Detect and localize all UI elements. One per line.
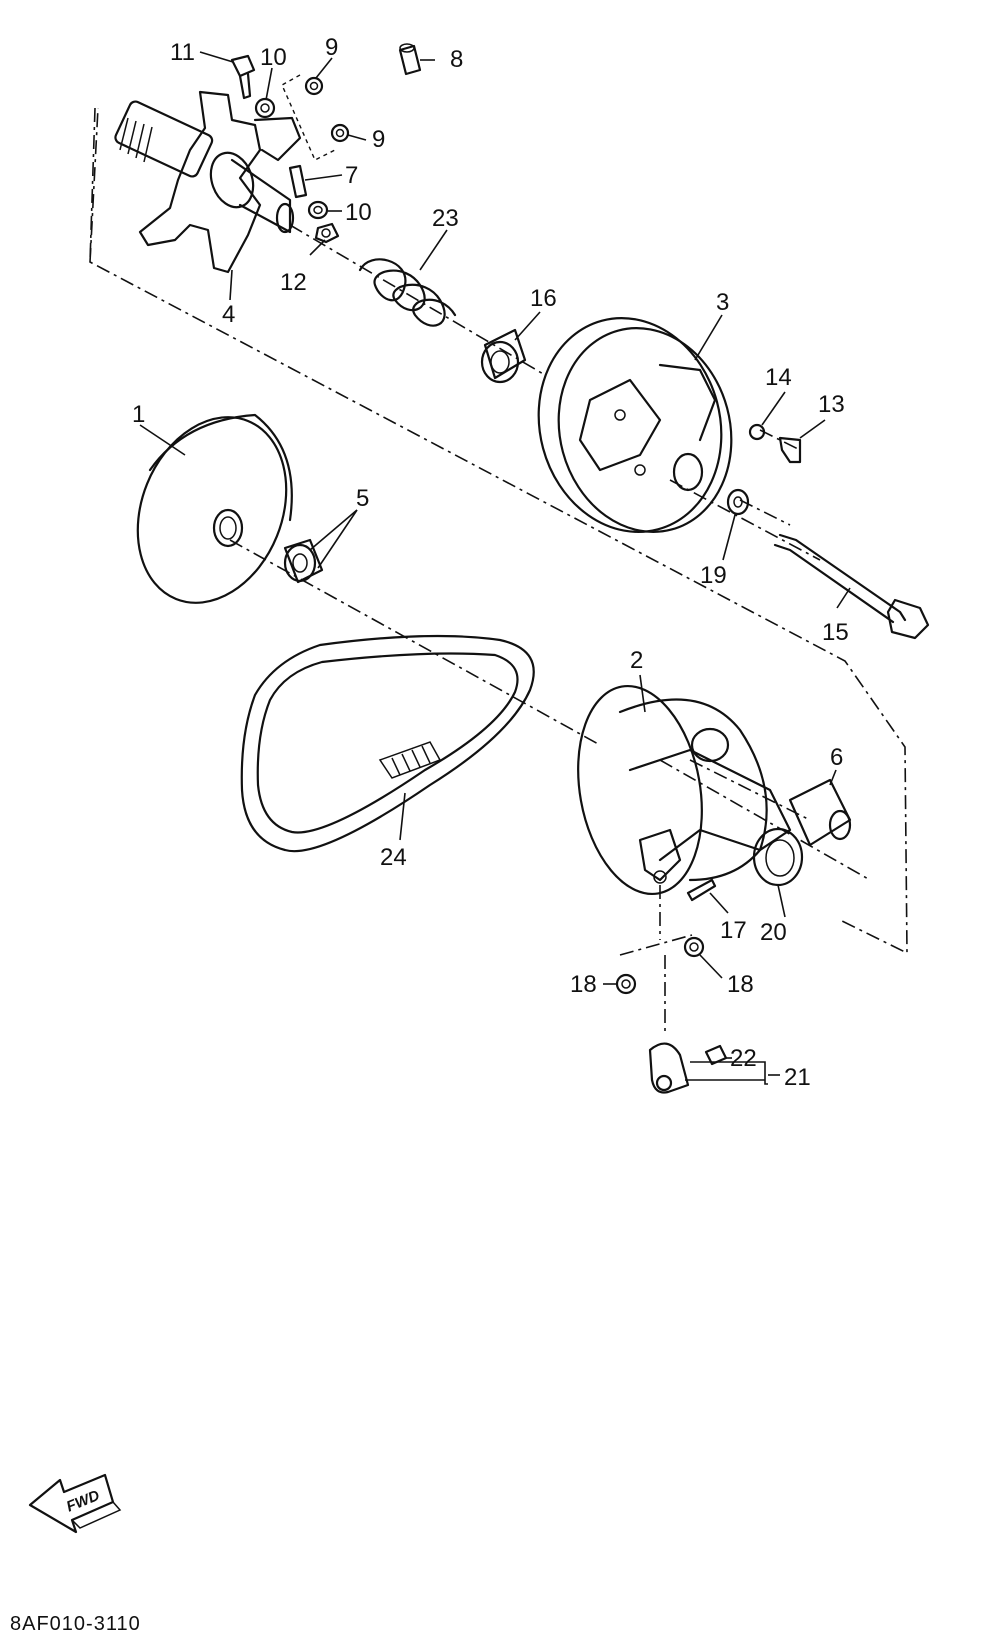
callout-17: 17	[720, 917, 747, 944]
callout-10a: 10	[260, 44, 287, 71]
movable-sheave	[136, 413, 293, 604]
drive-sheave	[577, 684, 792, 896]
callout-11: 11	[170, 39, 195, 66]
secondary-cap	[537, 317, 733, 533]
callout-19: 19	[700, 562, 727, 589]
callout-12: 12	[280, 269, 307, 296]
callout-23: 23	[432, 205, 459, 232]
fwd-arrow-icon: FWD	[28, 1473, 122, 1534]
callout-3: 3	[716, 289, 729, 316]
collar-and-seal	[752, 778, 852, 887]
callout-18a: 18	[570, 971, 597, 998]
v-belt	[240, 634, 535, 853]
callout-20: 20	[760, 919, 787, 946]
assembly-outline	[89, 107, 908, 955]
callout-21: 21	[784, 1064, 811, 1091]
callout-10b: 10	[345, 199, 372, 226]
slider-bearing	[283, 538, 324, 584]
callout-labels: 1 2 3 4 5 6 7 8 9 9 10 10 11 12 13 14 15…	[132, 34, 849, 1091]
callout-16: 16	[530, 285, 557, 312]
fixed-sheave-shaft	[114, 90, 302, 274]
callout-18b: 18	[727, 971, 754, 998]
weight-assembly	[648, 1042, 728, 1094]
callout-1: 1	[132, 401, 145, 428]
callout-7: 7	[345, 162, 358, 189]
pins-and-washers	[615, 878, 717, 1035]
callout-9a: 9	[325, 34, 338, 61]
callout-5: 5	[356, 485, 369, 512]
callout-9b: 9	[372, 126, 385, 153]
leader-lines	[139, 51, 851, 1085]
collar	[480, 328, 527, 384]
cap-hardware	[726, 423, 930, 640]
callout-2: 2	[630, 647, 643, 674]
diagram-code: 8AF010-3110	[10, 1613, 141, 1635]
callout-22: 22	[730, 1045, 757, 1072]
callout-6: 6	[830, 744, 843, 771]
spring	[358, 258, 457, 327]
callout-8: 8	[450, 46, 463, 73]
callout-4: 4	[222, 301, 235, 328]
callout-15: 15	[822, 619, 849, 646]
fwd-label: FWD	[64, 1487, 102, 1516]
callout-24: 24	[380, 844, 407, 871]
callout-13: 13	[818, 391, 845, 418]
callout-14: 14	[765, 364, 792, 391]
small-hardware	[230, 43, 422, 244]
